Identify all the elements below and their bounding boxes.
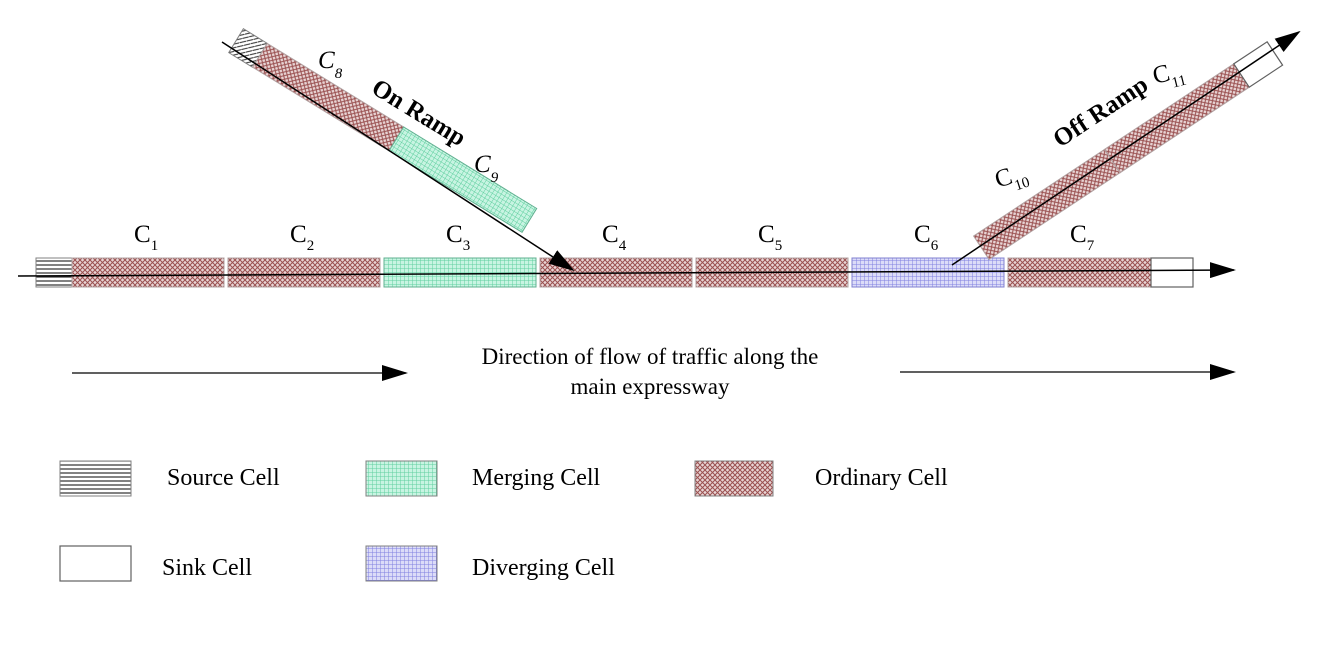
direction-text-line1: Direction of flow of traffic along the	[482, 344, 819, 369]
off-ramp-sink-cell	[1232, 40, 1284, 89]
legend-item-source: Source Cell	[59, 460, 280, 497]
main-cells	[71, 257, 1161, 288]
cell-label-10: C10	[992, 158, 1032, 199]
main-cell-labels: C1 C2 C3 C4 C5 C6 C7	[134, 221, 1095, 254]
main-road	[17, 257, 1236, 288]
legend-item-ordinary: Ordinary Cell	[694, 460, 948, 497]
legend: Source Cell Merging Cell Ordinary Cell S…	[59, 460, 948, 582]
on-ramp	[228, 28, 538, 234]
cell-label-6: C6	[914, 221, 939, 254]
sink-cell	[1150, 257, 1194, 288]
main-cell-1	[71, 257, 225, 288]
legend-swatch-merging	[365, 460, 438, 497]
legend-label-diverging: Diverging Cell	[472, 555, 615, 581]
main-cell-7	[1007, 257, 1161, 288]
legend-item-merging: Merging Cell	[365, 460, 601, 497]
legend-label-sink: Sink Cell	[162, 555, 252, 581]
cell-label-4: C4	[602, 221, 627, 254]
legend-label-ordinary: Ordinary Cell	[815, 465, 948, 491]
cell-label-7: C7	[1070, 221, 1095, 254]
main-cell-2	[227, 257, 381, 288]
legend-swatch-ordinary	[694, 460, 774, 497]
cell-label-2: C2	[290, 221, 314, 254]
main-flow-arrow	[17, 262, 1236, 279]
on-ramp-arrow	[221, 41, 575, 272]
cell-label-3: C3	[446, 221, 470, 254]
direction-annotation: Direction of flow of traffic along the m…	[72, 344, 1236, 399]
legend-label-source: Source Cell	[167, 465, 280, 491]
legend-swatch-sink	[59, 545, 132, 582]
legend-swatch-diverging	[365, 545, 438, 582]
legend-item-diverging: Diverging Cell	[365, 545, 615, 582]
cell-label-1: C1	[134, 221, 158, 254]
legend-swatch-source	[59, 460, 132, 497]
cell-label-11: C11	[1150, 56, 1188, 96]
direction-text-line2: main expressway	[570, 374, 730, 399]
on-ramp-cell-9	[388, 126, 538, 234]
main-cell-3	[383, 257, 537, 288]
source-cell	[35, 257, 73, 288]
legend-item-sink: Sink Cell	[59, 545, 252, 582]
legend-label-merging: Merging Cell	[472, 465, 601, 491]
cell-label-5: C5	[758, 221, 782, 254]
cell-label-8: C8	[318, 47, 343, 82]
off-ramp-arrow	[951, 30, 1301, 266]
cell-label-9: C9	[474, 151, 499, 186]
